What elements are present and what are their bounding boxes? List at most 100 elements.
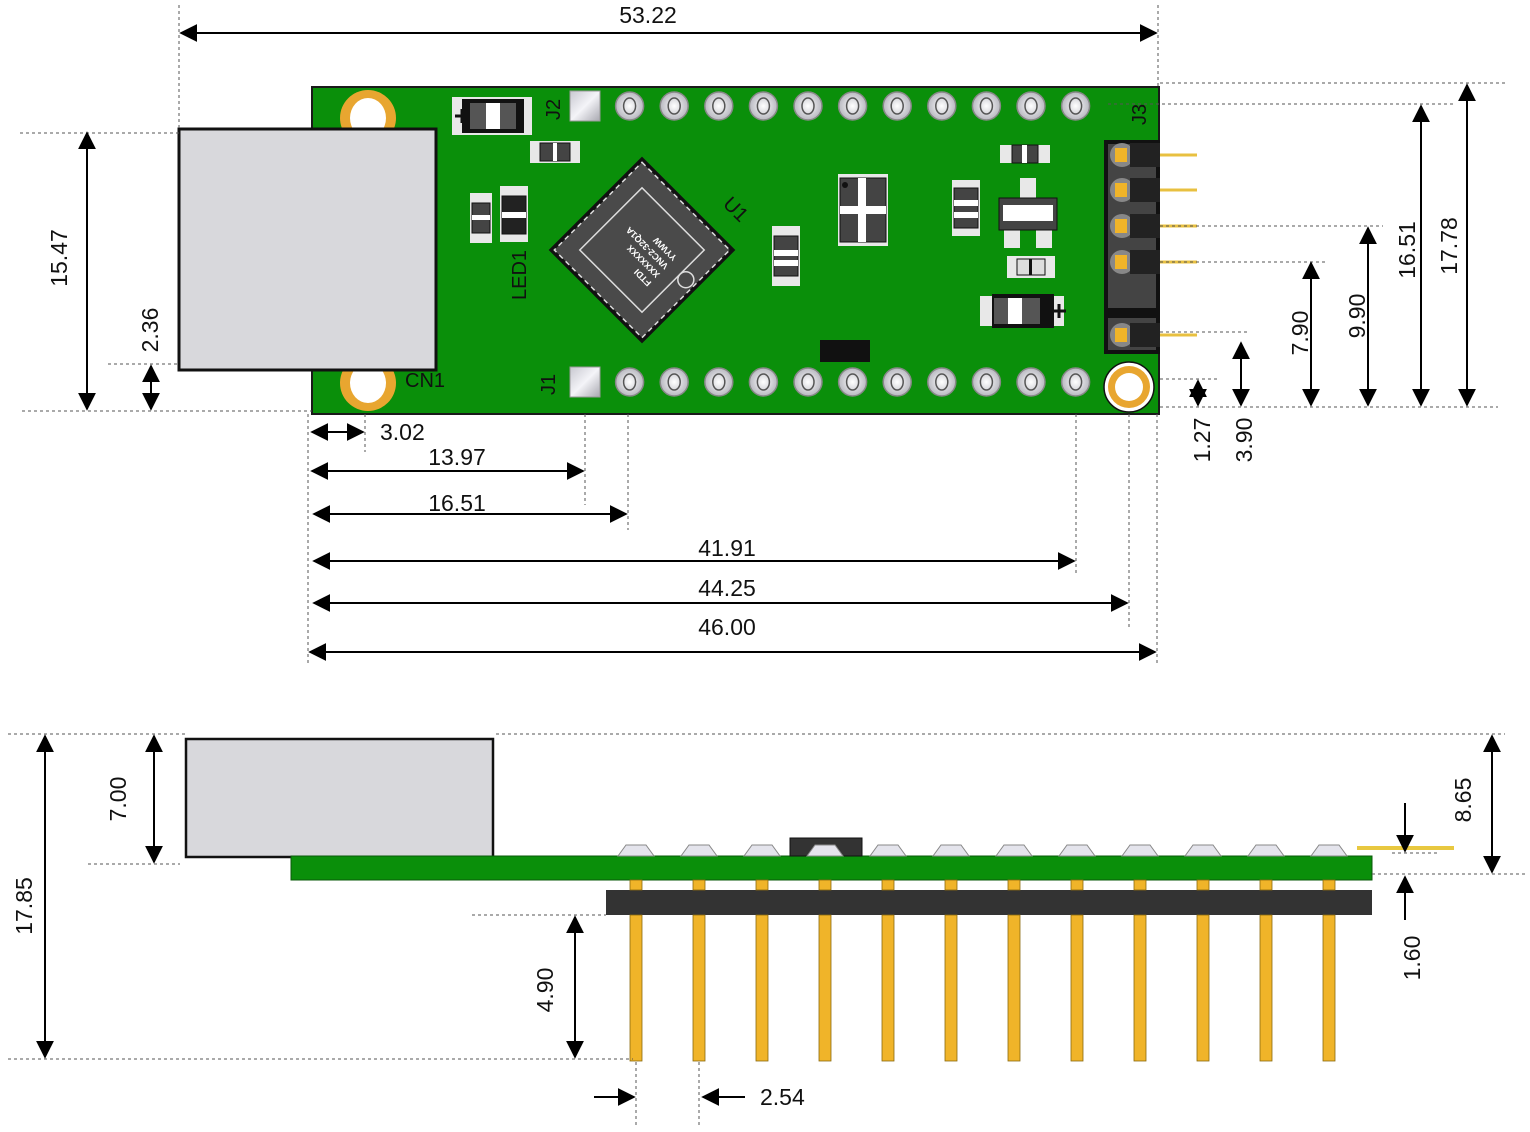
j1-pad bbox=[1060, 367, 1091, 397]
dim-41-91: 41.91 bbox=[698, 535, 756, 561]
header-pin-side bbox=[1121, 844, 1159, 1062]
label-led1: LED1 bbox=[509, 250, 531, 300]
diode-d2 bbox=[980, 294, 1066, 328]
header-body-side bbox=[606, 890, 1372, 915]
dim-3-02: 3.02 bbox=[380, 419, 425, 445]
side-view: 17.85 7.00 4.90 2.54 8.65 bbox=[8, 733, 1525, 1125]
label-j2: J2 bbox=[543, 99, 565, 120]
label-j1: J1 bbox=[538, 374, 560, 395]
j1-pad bbox=[971, 367, 1002, 397]
j2-pad-square bbox=[569, 90, 601, 122]
dim-9-90: 9.90 bbox=[1344, 294, 1370, 339]
dim-7-00: 7.00 bbox=[105, 777, 131, 822]
dim-7-90: 7.90 bbox=[1287, 311, 1313, 356]
j3-pin bbox=[1110, 323, 1197, 347]
dim-1-60: 1.60 bbox=[1399, 936, 1425, 981]
label-cn1: CN1 bbox=[405, 370, 445, 392]
dim-connector-offset: 2.36 bbox=[108, 308, 179, 411]
header-j3 bbox=[1104, 140, 1197, 354]
dim-46-00: 46.00 bbox=[698, 614, 756, 640]
j2-pad bbox=[704, 91, 734, 121]
j3-pin bbox=[1110, 214, 1197, 238]
side-pins bbox=[617, 844, 1348, 1062]
j3-pin bbox=[1110, 143, 1197, 167]
header-pin-side bbox=[1058, 844, 1096, 1062]
dim-4-90: 4.90 bbox=[532, 968, 558, 1013]
header-pin-side bbox=[1247, 844, 1285, 1062]
j1-pad bbox=[882, 367, 912, 397]
dim-overall-length: 53.22 bbox=[178, 2, 1159, 129]
dim-53-22: 53.22 bbox=[619, 2, 677, 28]
header-pin-side bbox=[806, 844, 844, 1062]
header-pin-side bbox=[1184, 844, 1222, 1062]
j2-pad bbox=[927, 91, 957, 121]
dim-17-78: 17.78 bbox=[1436, 217, 1462, 275]
dim-pin-pitch: 2.54 bbox=[594, 1062, 805, 1125]
j3-pin bbox=[1110, 250, 1197, 274]
header-pin-side bbox=[680, 844, 718, 1062]
dim-2-36: 2.36 bbox=[137, 308, 163, 353]
dim-13-97: 13.97 bbox=[428, 444, 486, 470]
usb-connector-cn1 bbox=[177, 127, 438, 372]
header-pin-side bbox=[869, 844, 907, 1062]
regulator-u2 bbox=[998, 178, 1058, 248]
j2-pad bbox=[614, 91, 645, 121]
j2-pad bbox=[1060, 91, 1091, 121]
j2-pad bbox=[1016, 91, 1046, 121]
resistor-r1 bbox=[530, 141, 580, 163]
dim-1-27: 1.27 bbox=[1189, 418, 1215, 463]
dim-17-85: 17.85 bbox=[11, 877, 37, 935]
diode-d1 bbox=[452, 97, 532, 135]
j1-pad bbox=[704, 367, 734, 397]
dim-right-side: 1.27 3.90 7.90 9.90 16.51 17.78 bbox=[1108, 82, 1505, 463]
header-pin-side bbox=[995, 844, 1033, 1062]
capacitor-c1 bbox=[952, 180, 980, 236]
dim-44-25: 44.25 bbox=[698, 575, 756, 601]
top-view: CN1 J2 J1 J3 LED1 U1 bbox=[20, 2, 1505, 665]
j3-pin bbox=[1110, 178, 1197, 202]
mount-hole-right bbox=[1103, 361, 1155, 413]
header-pin-side bbox=[932, 844, 970, 1062]
dim-15-47: 15.47 bbox=[46, 229, 72, 287]
dim-overall-height: 17.85 bbox=[8, 733, 1505, 1060]
j1-pad bbox=[659, 367, 689, 397]
dim-16-51-vertical: 16.51 bbox=[1394, 221, 1420, 279]
dim-height-above-board: 8.65 bbox=[1372, 734, 1525, 875]
j1-pad bbox=[614, 367, 645, 397]
j1-pad bbox=[837, 367, 868, 397]
j2-pad bbox=[882, 91, 912, 121]
j2-pad bbox=[748, 91, 779, 121]
resistor-r4 bbox=[1000, 144, 1050, 164]
j2-pad bbox=[837, 91, 868, 121]
led-1 bbox=[500, 186, 528, 242]
header-pin-side bbox=[743, 844, 781, 1062]
dim-connector-height: 7.00 bbox=[88, 734, 180, 865]
j1-pad bbox=[927, 367, 957, 397]
j1-pad bbox=[748, 367, 779, 397]
j1-pad bbox=[1016, 367, 1046, 397]
dim-connector-width: 15.47 bbox=[20, 131, 312, 412]
dim-3-90: 3.90 bbox=[1231, 418, 1257, 463]
pad-rows bbox=[569, 90, 1091, 398]
crystal-x1 bbox=[838, 174, 888, 246]
header-pin-side bbox=[1310, 844, 1348, 1062]
j1-pad bbox=[793, 367, 823, 397]
resistor-r2 bbox=[470, 193, 492, 243]
j2-pad bbox=[793, 91, 823, 121]
header-pin-side bbox=[617, 844, 655, 1062]
usb-connector-side bbox=[184, 737, 495, 859]
j1-pad-square bbox=[569, 366, 601, 398]
pcb-side bbox=[290, 855, 1373, 881]
j2-pad bbox=[659, 91, 689, 121]
label-j3: J3 bbox=[1129, 104, 1151, 125]
dim-8-65: 8.65 bbox=[1450, 778, 1476, 823]
dim-2-54: 2.54 bbox=[760, 1084, 805, 1110]
fiducial-block bbox=[820, 340, 870, 362]
dim-pin-length: 4.90 bbox=[472, 914, 606, 1059]
dim-board-thickness: 1.60 bbox=[1396, 803, 1425, 981]
dim-16-51-horizontal: 16.51 bbox=[428, 490, 486, 516]
pcb-board bbox=[311, 86, 1160, 415]
resistor-r5 bbox=[1007, 256, 1055, 278]
dim-below-board: 3.02 13.97 16.51 41.91 44.25 46.00 bbox=[307, 414, 1158, 665]
